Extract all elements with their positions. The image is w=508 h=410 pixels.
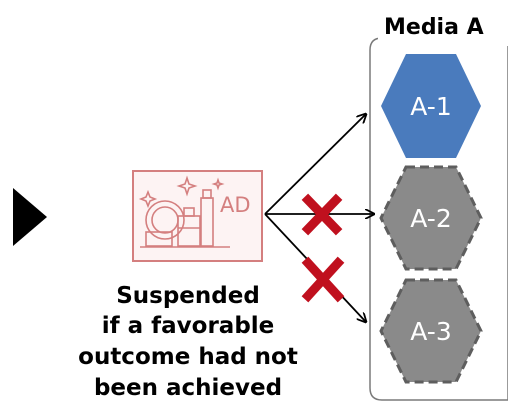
hexagon-a1 (381, 54, 481, 158)
media-title-backdrop (378, 10, 508, 46)
media-title: Media A (384, 15, 484, 40)
ad-label: AD (220, 193, 251, 217)
cross-icon-a2 (301, 193, 343, 236)
arrow-to-a1 (264, 114, 366, 215)
placement-label-a1: A-1 (410, 92, 451, 121)
placement-a3: A-3 (379, 278, 483, 384)
placement-label-a2: A-2 (410, 204, 451, 233)
caption-line-4: been achieved (94, 375, 282, 401)
caption-line-2: if a favorable (102, 313, 275, 339)
hexagon-a2 (379, 165, 483, 271)
ad-products-icon: AD (132, 170, 263, 262)
placement-a2: A-2 (379, 165, 483, 271)
suspended-caption: Suspended if a favorable outcome had not… (78, 283, 298, 401)
caption-line-3: outcome had not (78, 344, 298, 370)
placement-label-a3: A-3 (410, 317, 451, 346)
cross-icon-a3 (301, 256, 345, 303)
play-triangle-icon (13, 188, 47, 246)
placement-a1: A-1 (381, 54, 481, 158)
caption-line-1: Suspended (116, 283, 260, 309)
hexagon-a3 (379, 278, 483, 384)
